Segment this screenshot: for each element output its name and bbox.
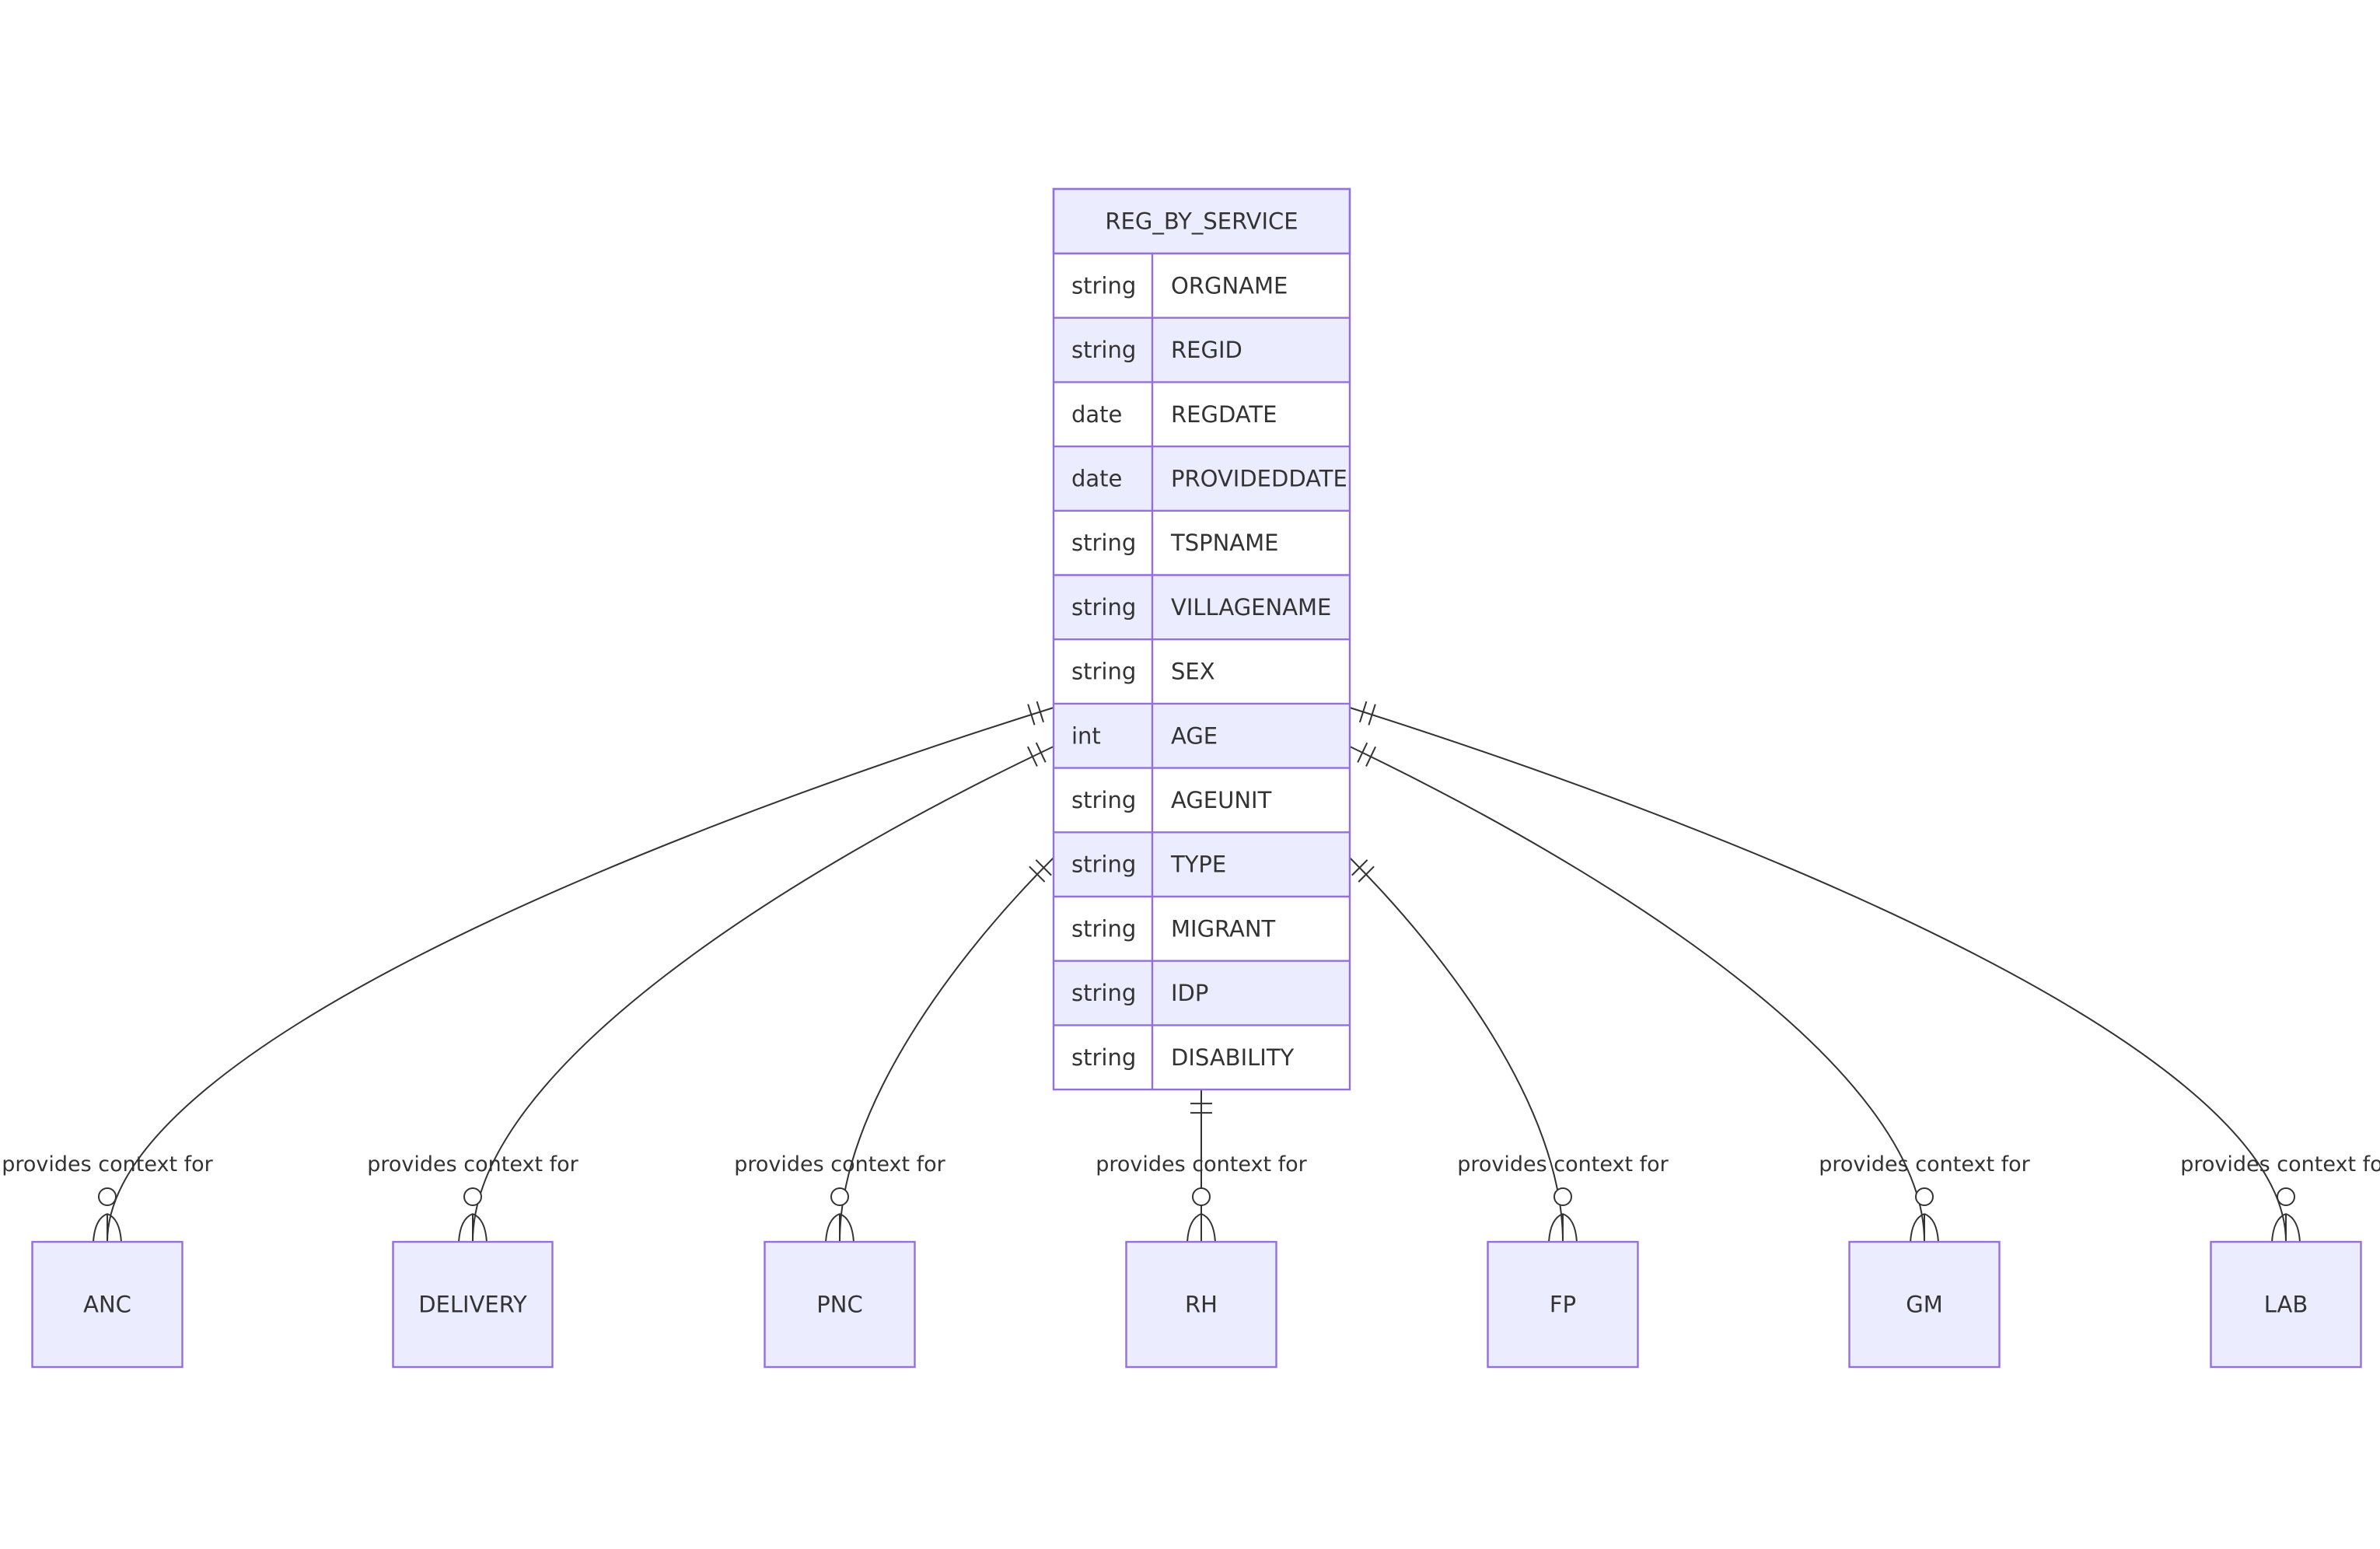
attribute-type: string bbox=[1071, 272, 1136, 299]
related-entities: ANC DELIVERY PNC RH FP GM LAB bbox=[31, 1240, 2362, 1369]
cardinality-one-bar bbox=[1358, 701, 1368, 723]
relationship-label: provides context for bbox=[734, 1152, 945, 1177]
cardinality-one-bar bbox=[1357, 742, 1368, 763]
relationship-edge bbox=[93, 701, 1054, 1243]
attribute-row: string TYPE bbox=[1054, 831, 1350, 897]
cardinality-one-bar bbox=[1358, 865, 1375, 883]
attribute-type: date bbox=[1071, 465, 1122, 491]
attribute-name: IDP bbox=[1171, 980, 1208, 1006]
attribute-name: AGE bbox=[1171, 722, 1218, 749]
relationship-edge bbox=[1349, 701, 2301, 1243]
attribute-type: string bbox=[1071, 594, 1136, 621]
entity-name: FP bbox=[1550, 1292, 1576, 1318]
attribute-type: string bbox=[1071, 337, 1136, 363]
entity-fp: FP bbox=[1487, 1240, 1639, 1369]
relationship-edges bbox=[93, 701, 2301, 1243]
attribute-row: string VILLAGENAME bbox=[1054, 574, 1350, 640]
attribute-type: date bbox=[1071, 401, 1122, 428]
cardinality-zero-or-more bbox=[1548, 1187, 1578, 1243]
entity-gm: GM bbox=[1848, 1240, 2001, 1369]
attribute-type: string bbox=[1071, 851, 1136, 878]
attribute-row: string AGEUNIT bbox=[1054, 767, 1350, 833]
relationship-edge bbox=[1349, 857, 1578, 1243]
attribute-row: string SEX bbox=[1054, 638, 1350, 704]
attribute-type: string bbox=[1071, 659, 1136, 685]
relationship-edge bbox=[1187, 1089, 1216, 1243]
attribute-name: REGDATE bbox=[1171, 401, 1277, 428]
entity-name: LAB bbox=[2264, 1292, 2308, 1318]
entity-name: DELIVERY bbox=[418, 1292, 527, 1318]
cardinality-zero-or-more bbox=[93, 1187, 122, 1243]
attribute-name: VILLAGENAME bbox=[1171, 594, 1331, 621]
attribute-name: AGEUNIT bbox=[1171, 787, 1272, 813]
cardinality-zero-or-more bbox=[1910, 1187, 1939, 1243]
attribute-name: MIGRANT bbox=[1171, 915, 1276, 942]
entity-name: ANC bbox=[83, 1292, 131, 1318]
relationship-edge bbox=[1349, 742, 1939, 1243]
cardinality-one-bar bbox=[1365, 746, 1377, 768]
entity-title: REG_BY_SERVICE bbox=[1105, 208, 1298, 235]
attribute-row: string REGID bbox=[1054, 316, 1350, 383]
entity-header bbox=[1052, 187, 1351, 255]
cardinality-one-bar bbox=[1036, 701, 1044, 723]
relationship-edge bbox=[825, 857, 1054, 1243]
cardinality-one-bar bbox=[1026, 746, 1038, 767]
attribute-row: date REGDATE bbox=[1054, 381, 1350, 447]
relationship-label: provides context for bbox=[367, 1152, 578, 1177]
cardinality-one-bar bbox=[1368, 704, 1376, 726]
cardinality-zero-or-more bbox=[458, 1187, 488, 1243]
attribute-row: string DISABILITY bbox=[1054, 1024, 1350, 1090]
attribute-row: date PROVIDEDDATE bbox=[1054, 445, 1350, 511]
attribute-type: string bbox=[1071, 1044, 1136, 1071]
attribute-row: string MIGRANT bbox=[1054, 895, 1350, 961]
attribute-name: REGID bbox=[1171, 337, 1242, 363]
relationship-label: provides context for bbox=[1096, 1152, 1307, 1177]
cardinality-one-bar bbox=[1035, 859, 1052, 876]
entity-name: PNC bbox=[816, 1292, 862, 1318]
cardinality-one-bar bbox=[1351, 859, 1368, 876]
entity-delivery: DELIVERY bbox=[392, 1240, 554, 1369]
attribute-name: TYPE bbox=[1170, 851, 1226, 878]
attribute-type: int bbox=[1071, 722, 1101, 749]
entity-rh: RH bbox=[1125, 1240, 1277, 1369]
cardinality-one-bar bbox=[1035, 742, 1047, 763]
relationship-labels: provides context for provides context for… bbox=[2, 1152, 2380, 1177]
attribute-type: string bbox=[1071, 530, 1136, 556]
cardinality-zero-or-more bbox=[825, 1187, 854, 1243]
entity-name: RH bbox=[1185, 1292, 1218, 1318]
cardinality-one-bar bbox=[1029, 865, 1046, 883]
entity-lab: LAB bbox=[2210, 1240, 2362, 1369]
entity-anc: ANC bbox=[31, 1240, 183, 1369]
attribute-row: string IDP bbox=[1054, 960, 1350, 1026]
attribute-name: TSPNAME bbox=[1170, 530, 1279, 556]
relationship-label: provides context for bbox=[1457, 1152, 1669, 1177]
cardinality-zero-or-more bbox=[2271, 1187, 2301, 1243]
relationship-label: provides context for bbox=[2180, 1152, 2380, 1177]
entity-pnc: PNC bbox=[764, 1240, 916, 1369]
attribute-name: DISABILITY bbox=[1171, 1044, 1295, 1071]
relationship-label: provides context for bbox=[1819, 1152, 2030, 1177]
cardinality-one-bar bbox=[1027, 704, 1036, 726]
attribute-name: SEX bbox=[1171, 659, 1215, 685]
cardinality-zero-or-more bbox=[1187, 1187, 1216, 1243]
attribute-row: string ORGNAME bbox=[1054, 252, 1350, 318]
entity-name: GM bbox=[1906, 1292, 1943, 1318]
relationship-label: provides context for bbox=[2, 1152, 213, 1177]
attribute-row: string TSPNAME bbox=[1054, 509, 1350, 575]
attribute-name: PROVIDEDDATE bbox=[1171, 465, 1347, 491]
relationship-edge bbox=[458, 742, 1054, 1243]
attribute-name: ORGNAME bbox=[1171, 272, 1288, 299]
attribute-row: int AGE bbox=[1054, 702, 1350, 768]
attribute-type: string bbox=[1071, 980, 1136, 1006]
attribute-type: string bbox=[1071, 915, 1136, 942]
attribute-type: string bbox=[1071, 787, 1136, 813]
